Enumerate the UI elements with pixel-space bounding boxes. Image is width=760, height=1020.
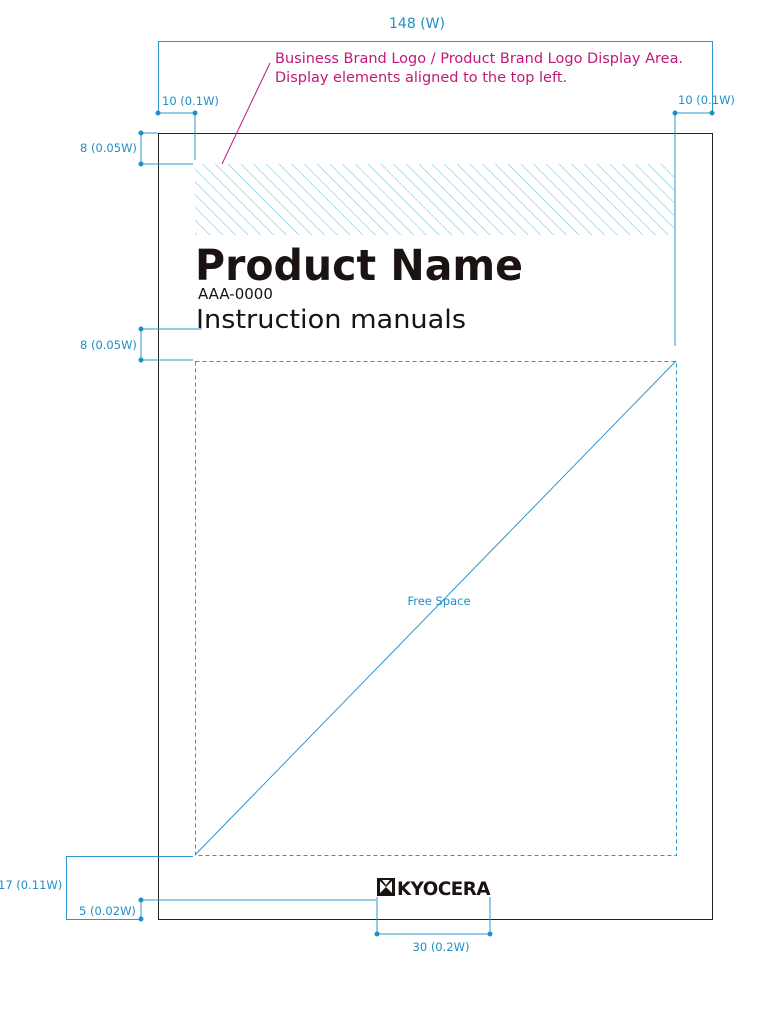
width-dimension: 148 (W) (158, 16, 713, 113)
kyocera-mark-icon (377, 878, 395, 896)
left-margin-dimension: 10 (0.1W) (155, 94, 219, 160)
svg-text:8 (0.05W): 8 (0.05W) (80, 338, 137, 352)
svg-text:10 (0.1W): 10 (0.1W) (162, 94, 219, 108)
product-name: Product Name (195, 241, 523, 291)
free-space-area (195, 361, 677, 856)
svg-text:5 (0.02W): 5 (0.02W) (79, 904, 136, 918)
bottom-area-dimension: 17 (0.11W) (0, 856, 193, 920)
svg-text:148 (W): 148 (W) (389, 16, 445, 32)
free-space-label: Free Space (407, 594, 470, 608)
brand-logo: KYOCERA (377, 878, 491, 900)
svg-text:Display elements aligned to th: Display elements aligned to the top left… (275, 70, 567, 86)
product-code: AAA-0000 (198, 285, 273, 303)
svg-text:30 (0.2W): 30 (0.2W) (413, 940, 470, 954)
logo-display-area (195, 164, 674, 235)
svg-text:10 (0.1W): 10 (0.1W) (678, 93, 735, 107)
title-gap-dimension: 8 (0.05W) (80, 326, 202, 363)
top-margin-dimension: 8 (0.05W) (80, 130, 193, 167)
document-type: Instruction manuals (196, 305, 466, 335)
svg-text:17 (0.11W): 17 (0.11W) (0, 878, 62, 892)
brand-logo-text: KYOCERA (397, 878, 491, 900)
page-frame (158, 133, 713, 920)
svg-text:8 (0.05W): 8 (0.05W) (80, 141, 137, 155)
bottom-margin-dimension: 5 (0.02W) (79, 897, 376, 922)
right-margin-dimension: 10 (0.1W) (672, 93, 735, 346)
logo-width-dimension: 30 (0.2W) (374, 897, 493, 954)
svg-text:Business Brand Logo / Product: Business Brand Logo / Product Brand Logo… (275, 51, 683, 67)
free-space-diagonal (194, 360, 677, 856)
logo-area-note: Business Brand Logo / Product Brand Logo… (221, 51, 683, 165)
